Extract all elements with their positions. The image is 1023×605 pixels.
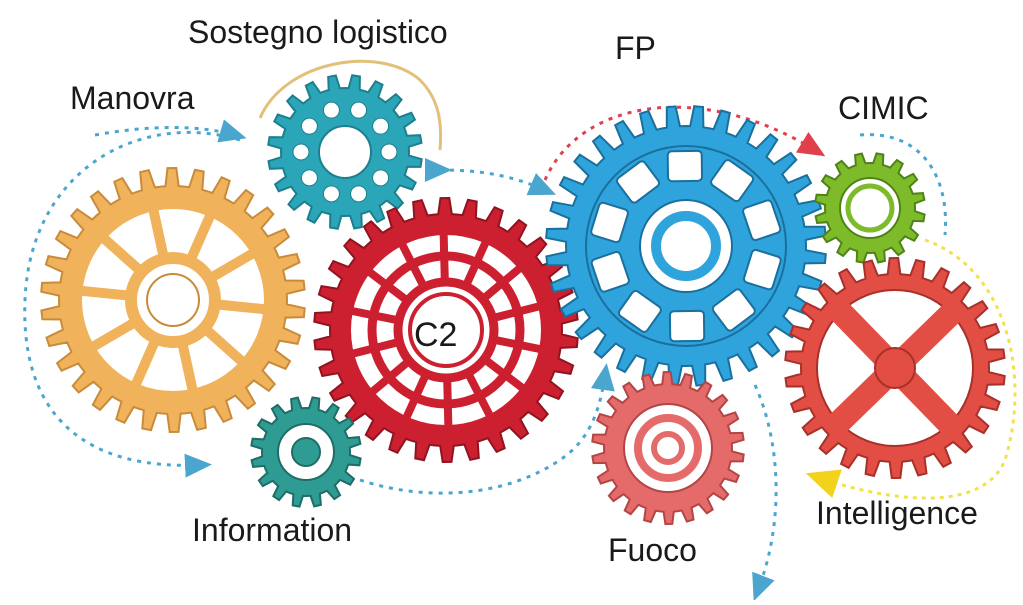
label-c2: C2	[414, 316, 458, 354]
fp-gear-window	[742, 199, 782, 242]
cimic-arc	[859, 133, 948, 236]
manovra-gear-spoke	[85, 315, 144, 354]
sostegno-gear-hole	[322, 185, 340, 203]
c2-fp-link	[424, 157, 557, 196]
sostegno-gear-hub	[318, 125, 372, 179]
c2-gear-spoke	[400, 371, 430, 426]
manovra-gear-spoke	[202, 246, 261, 285]
c2-gear-spoke	[396, 236, 428, 290]
c2-gear-spoke	[345, 338, 402, 359]
fp-gear-window	[666, 149, 704, 183]
label-manovra: Manovra	[70, 80, 195, 116]
sostegno-gear-hole	[292, 143, 310, 161]
sostegno-gear-hole	[300, 117, 318, 135]
manovra-arc-top	[94, 119, 247, 143]
c2-gear-spoke	[481, 356, 530, 395]
sostegno-gear-hole	[380, 143, 398, 161]
cimic-gear-ring	[845, 183, 895, 233]
c2-gear-spoke	[343, 306, 401, 325]
fp-gear-window	[616, 160, 661, 204]
fp-gear-window	[617, 289, 662, 333]
sostegno-arc	[258, 59, 443, 151]
fp-arc	[543, 105, 826, 181]
manovra-gear-center	[146, 273, 200, 327]
fp-gear-window	[743, 248, 782, 291]
label-fuoco: Fuoco	[608, 532, 697, 568]
fp-gear-hub-ring	[651, 211, 721, 281]
c2-gear-spoke	[365, 358, 412, 399]
c2-gear-spoke	[491, 335, 549, 354]
sostegno-gear-hole	[372, 117, 390, 135]
intelligence-arc	[805, 238, 1017, 500]
manovra-gear-spoke	[129, 331, 162, 393]
manovra-gear-spoke	[176, 334, 199, 399]
c2-gear-spoke	[464, 370, 496, 424]
label-intelligence: Intelligence	[816, 495, 978, 531]
c2-gear-spoke	[462, 234, 492, 289]
manovra-gear-spoke	[184, 207, 217, 269]
label-cimic: CIMIC	[838, 90, 929, 126]
manovra-gear-spoke	[197, 321, 250, 369]
intelligence-gear-hub	[874, 347, 916, 389]
information-gear-hub	[291, 437, 321, 467]
c2-gear-spoke	[362, 265, 411, 304]
sostegno-gear-hole	[322, 101, 340, 119]
label-sostegno-logistico: Sostegno logistico	[188, 14, 448, 50]
c2-gear-spoke	[480, 261, 527, 302]
c2-gear-spoke	[439, 226, 449, 285]
label-fp: FP	[615, 30, 656, 66]
fuoco-gear-ring	[634, 414, 702, 482]
sostegno-gear-hole	[350, 185, 368, 203]
manovra-gear-spoke	[207, 298, 274, 315]
fuoco-arc	[752, 384, 778, 602]
fuoco-gear-hub	[651, 431, 685, 465]
sostegno-gear-hole	[372, 169, 390, 187]
c2-gear-spoke	[490, 301, 547, 322]
fp-gear-window	[711, 288, 756, 332]
fp-gear-window	[590, 250, 630, 293]
sostegno-gear-hole	[300, 169, 318, 187]
c2-gear-spoke	[443, 375, 453, 434]
manovra-gear-spoke	[147, 201, 170, 266]
information-arc	[359, 363, 615, 495]
fp-gear-window	[668, 309, 706, 343]
fp-gear-window	[710, 159, 755, 203]
manovra-gear-spoke	[96, 231, 149, 279]
fp-gear-window	[590, 201, 629, 244]
sostegno-gear-hole	[350, 101, 368, 119]
label-information: Information	[192, 512, 353, 548]
manovra-arc	[23, 130, 241, 478]
manovra-gear-spoke	[72, 285, 139, 302]
c2-gear-center	[408, 292, 484, 368]
